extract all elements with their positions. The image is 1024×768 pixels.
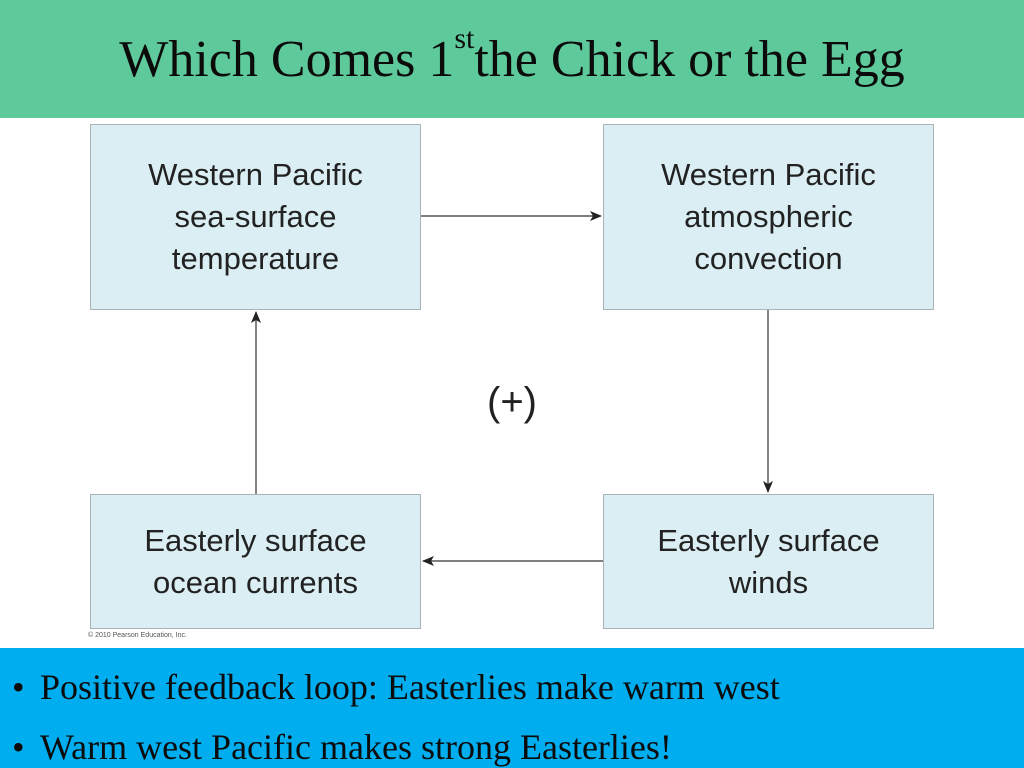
diagram-arrows — [251, 211, 773, 566]
box-line: Western Pacific — [148, 157, 363, 193]
feedback-diagram: Western Pacific sea-surface temperature … — [0, 118, 1024, 648]
box-line: temperature — [171, 240, 340, 276]
box-line: atmospheric — [684, 199, 853, 235]
bullet-item: • Positive feedback loop: Easterlies make… — [12, 666, 780, 708]
title-main: Which Comes 1 — [119, 30, 455, 88]
bullet-text: Positive feedback loop: Easterlies make … — [40, 667, 780, 707]
title-rest: the Chick or the Egg — [474, 30, 905, 88]
box-atmospheric-convection: Western Pacific atmospheric convection — [603, 124, 934, 310]
box-line: sea-surface — [174, 199, 337, 235]
box-line: Western Pacific — [661, 157, 876, 193]
bullet-item: • Warm west Pacific makes strong Easterli… — [12, 726, 672, 768]
box-line: convection — [694, 240, 843, 276]
title-superscript: st — [454, 22, 475, 55]
box-line: winds — [728, 564, 809, 600]
bullet-icon: • — [12, 667, 25, 707]
box-easterly-surface-winds: Easterly surface winds — [603, 494, 934, 629]
bullet-text: Warm west Pacific makes strong Easterlie… — [40, 727, 672, 767]
positive-loop-sign: (+) — [487, 380, 537, 424]
bullet-icon: • — [12, 727, 25, 767]
bullet-list: • Positive feedback loop: Easterlies make… — [0, 648, 1024, 768]
box-easterly-ocean-currents: Easterly surface ocean currents — [90, 494, 421, 629]
box-line: ocean currents — [152, 564, 359, 600]
box-sea-surface-temperature: Western Pacific sea-surface temperature — [90, 124, 421, 310]
box-line: Easterly surface — [144, 522, 367, 558]
copyright-notice: © 2010 Pearson Education, Inc. — [88, 632, 187, 639]
box-line: Easterly surface — [657, 522, 880, 558]
